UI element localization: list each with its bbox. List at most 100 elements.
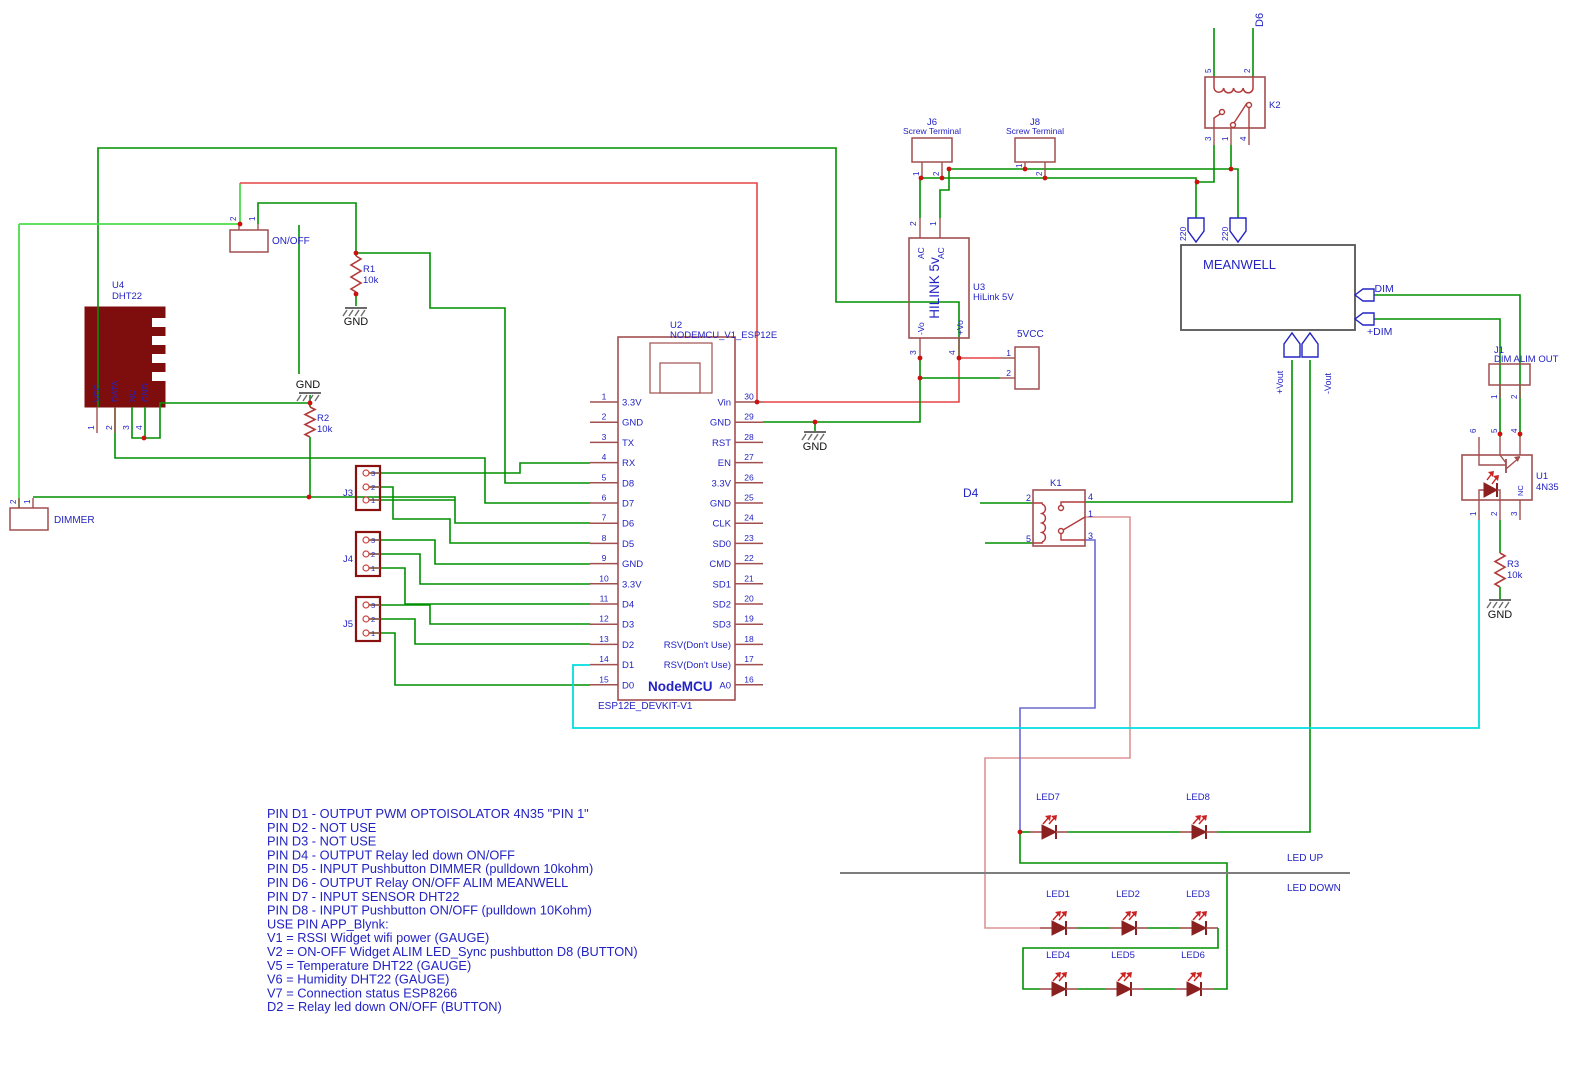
j3-pin-number: 3 [371,469,375,478]
pin-arrow-up [1301,331,1319,358]
nodemcu-pin-number: 10 [599,573,609,583]
meanwell-220-label: 220 [1220,227,1230,241]
gnd-symbol [354,309,360,317]
j6-body [911,137,953,163]
k2-pin-number: 1 [1221,136,1230,141]
k2-body [1204,76,1266,129]
dht22-pin-name: DATA [110,380,120,402]
p5vcc-pin-number: 2 [1006,368,1011,378]
dht22-pin-name: NC [127,390,137,402]
junction-dot [237,221,243,227]
nodemcu-footprint: ESP12E_DEVKIT-V1 [598,701,693,712]
gnd-symbol [302,394,308,402]
dimmer-pin-number: 2 [9,499,18,504]
nodemcu-pin-number: 3 [602,432,607,442]
nodemcu-pin-name: GND [710,418,731,429]
note-line: V7 = Connection status ESP8266 [267,985,457,1000]
led7-emission-arrowhead [1051,815,1057,821]
k2-switch-arm [1233,102,1248,124]
nodemcu-value: NODEMCU_V1_ESP12E [670,330,777,341]
wire [1022,928,1219,990]
wire [572,520,1480,729]
dht22-pin-name: GND [140,383,150,402]
led8-emission-arrowhead [1195,815,1201,821]
connector-pin-circle [362,550,370,558]
junction-dot [917,375,923,381]
k1-contact [1057,527,1065,535]
dht22-pin-name: VCC [92,384,102,402]
led3-label: LED3 [1186,889,1210,900]
nodemcu-pin-number: 24 [744,513,754,523]
opto-value: 4N35 [1536,482,1559,493]
nodemcu-pin-number: 14 [599,654,609,664]
junction-dot [956,355,962,361]
pin-arrow-down [1229,217,1247,244]
nodemcu-pin-number: 17 [744,654,754,664]
led6-emission-arrowhead [1196,972,1202,978]
meanwell-220-label: 220 [1178,227,1188,241]
nodemcu-pin-name: Vin [717,398,731,409]
k2-switch [1213,113,1221,128]
nodemcu-pin-name: GND [710,499,731,510]
nodemcu-pin-number: 29 [744,412,754,422]
r2-value: 10k [317,424,333,435]
wire [1374,294,1521,437]
note-line: V2 = ON-OFF Widget ALIM LED_Sync pushbut… [267,944,638,959]
led2-emission-arrowhead [1125,911,1131,917]
junction-dot [946,166,952,172]
j5-pin-number: 1 [371,629,375,638]
nodemcu-antenna-inner [659,362,701,394]
k1-pin-number: 2 [1026,493,1031,503]
p5vcc-body [1014,346,1040,390]
meanwell-body [1180,244,1356,331]
led2-label: LED2 [1116,889,1140,900]
pin-arrow-left [1353,288,1375,302]
gnd-symbol [360,309,366,317]
onoff-button-body [229,229,269,253]
nodemcu-pin-name: 3.3V [622,398,642,409]
k1-pin-number: 3 [1088,531,1093,541]
junction-dot [1017,829,1023,835]
nodemcu-body [617,336,736,701]
hilink-body [908,237,970,339]
j6-pin-number: 1 [912,171,921,176]
j5-pin-number: 3 [371,601,375,610]
nodemcu-pin-number: 28 [744,432,754,442]
dht22-notch [152,372,166,381]
junction-dot [353,250,359,256]
meanwell-vout-plus-label: +Vout [1275,370,1285,394]
gnd-symbol [819,433,825,441]
net-label-d6: D6 [1254,13,1266,27]
hilink-pin-number: 1 [928,221,938,226]
wire [1197,145,1215,183]
j8-pin-number: 1 [1015,163,1024,168]
j3-pin-number: 1 [371,496,375,505]
led3-emission-arrowhead [1201,911,1207,917]
connector-pin-circle [362,564,370,572]
wire [309,496,590,524]
junction-dot [307,400,313,406]
opto-emission-arrowhead [1493,475,1499,481]
gnd-symbol [813,433,819,441]
wire [369,553,590,585]
nodemcu-pin-number: 21 [744,573,754,583]
nodemcu-pin-number: 26 [744,472,754,482]
k1-switch [1060,534,1085,541]
hilink-body-text: HILINK 5v [927,257,942,319]
j3-pin-number: 2 [371,483,375,492]
j8-ref: J8 [1030,117,1040,128]
junction-dot [306,494,312,500]
led4-triangle [1051,981,1068,997]
led5-label: LED5 [1111,950,1135,961]
meanwell-label: MEANWELL [1203,257,1276,272]
hilink-pin-name: -Vo [916,322,926,335]
k1-body [1032,489,1086,547]
nodemcu-pin-name: GND [622,559,643,570]
meanwell-vout-minus-label: -Vout [1323,372,1333,394]
j4-pin-number: 3 [371,536,375,545]
hilink-ref: U3 [973,282,985,293]
opto-led-triangle [1483,482,1499,498]
opto-pin-number: 4 [1510,428,1519,433]
j5-ref: J5 [343,619,353,630]
